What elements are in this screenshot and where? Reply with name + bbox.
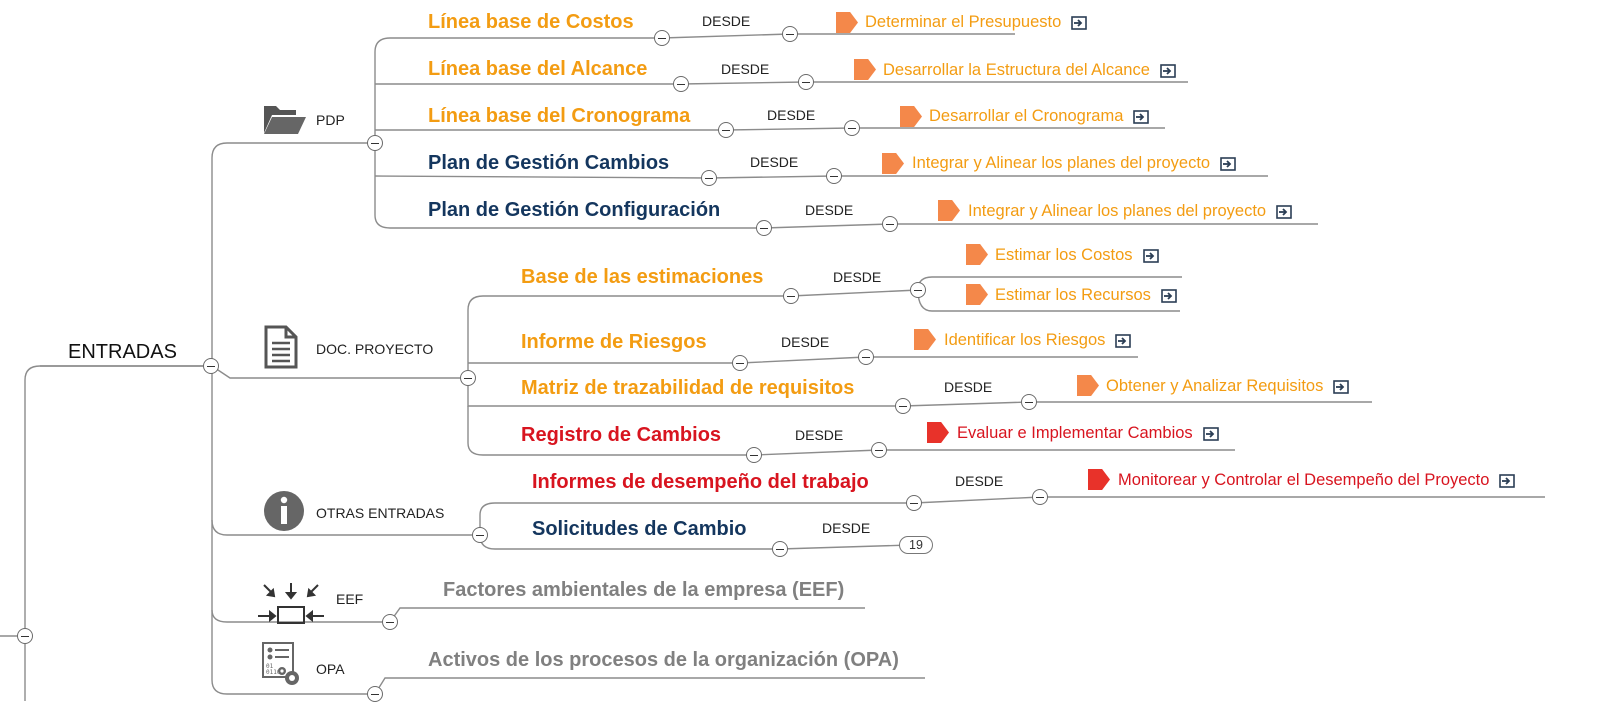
collapse-icon[interactable] [654,30,670,46]
flag-icon [836,12,858,33]
flag-icon [966,244,988,265]
collapse-icon[interactable] [203,358,219,374]
collapse-icon[interactable] [472,527,488,543]
collapse-icon[interactable] [718,122,734,138]
category-otras-label[interactable]: OTRAS ENTRADAS [316,505,445,521]
topic-registro-cambios[interactable]: Registro de Cambios [521,424,722,446]
topic-base-estimaciones[interactable]: Base de las estimaciones [521,266,764,288]
link-estimar-costos[interactable]: Estimar los Costos [995,246,1133,264]
topic-activos-procesos[interactable]: Activos de los procesos de la organizaci… [428,649,899,671]
flag-icon [1077,375,1099,396]
desde-label: DESDE [767,107,816,123]
link-jump-icon[interactable] [1115,334,1132,348]
topic-linea-base-costos[interactable]: Línea base de Costos [428,11,634,33]
link-jump-icon[interactable] [1071,16,1088,30]
link-jump-icon[interactable] [1220,157,1236,171]
link-jump-icon[interactable] [1499,474,1516,488]
flag-icon [1088,469,1110,490]
svg-text:0110: 0110 [266,669,281,676]
category-eef-label[interactable]: EEF [336,591,364,607]
collapse-icon[interactable] [910,282,926,298]
environment-arrows-icon [258,583,324,624]
link-jump-icon[interactable] [1161,289,1177,303]
collapse-icon[interactable] [858,349,874,365]
topic-informes-desempeno[interactable]: Informes de desempeño del trabajo [532,471,869,493]
collapse-icon[interactable] [826,168,842,184]
collapse-icon[interactable] [367,686,383,702]
collapse-icon[interactable] [756,220,772,236]
link-desarrollar-estructura-alcance[interactable]: Desarrollar la Estructura del Alcance [883,61,1150,79]
desde-label: DESDE [833,269,882,285]
collapse-icon[interactable] [871,442,887,458]
collapse-icon[interactable] [882,216,898,232]
category-doc-label[interactable]: DOC. PROYECTO [316,341,434,357]
collapse-icon[interactable] [460,370,476,386]
link-integrar-alinear-planes[interactable]: Integrar y Alinear los planes del proyec… [912,154,1211,172]
desde-label: DESDE [795,427,844,443]
link-estimar-recursos[interactable]: Estimar los Recursos [995,286,1151,304]
flag-icon [938,200,960,221]
flag-icon [914,329,936,350]
topic-linea-base-alcance[interactable]: Línea base del Alcance [428,58,648,80]
link-monitorear-controlar-desempeno[interactable]: Monitorear y Controlar el Desempeño del … [1118,471,1490,489]
flag-icon [966,284,988,305]
root-node-entradas[interactable]: ENTRADAS [68,341,177,363]
link-jump-icon[interactable] [1276,205,1292,219]
link-jump-icon[interactable] [1160,64,1176,78]
collapsed-count-badge[interactable]: 19 [899,536,933,554]
collapse-icon[interactable] [1032,489,1048,505]
link-evaluar-implementar-cambios[interactable]: Evaluar e Implementar Cambios [957,424,1193,442]
topic-factores-ambientales[interactable]: Factores ambientales de la empresa (EEF) [443,579,845,601]
collapse-icon[interactable] [701,170,717,186]
collapse-icon[interactable] [782,26,798,42]
flag-icon [927,422,949,443]
link-jump-icon[interactable] [1142,249,1159,263]
topic-informe-riesgos[interactable]: Informe de Riesgos [521,331,707,353]
flag-icon [900,106,922,127]
link-jump-icon[interactable] [1133,110,1150,124]
link-desarrollar-cronograma[interactable]: Desarrollar el Cronograma [929,107,1124,125]
collapse-icon[interactable] [1021,394,1037,410]
svg-text:01: 01 [266,663,274,670]
topic-matriz-trazabilidad[interactable]: Matriz de trazabilidad de requisitos [521,377,855,399]
flag-icon [854,59,876,80]
info-icon [264,491,304,531]
collapse-icon[interactable] [746,447,762,463]
link-jump-icon[interactable] [1333,380,1350,394]
collapse-icon[interactable] [382,614,398,630]
collapse-icon[interactable] [732,355,748,371]
collapse-icon[interactable] [367,135,383,151]
category-opa-label[interactable]: OPA [316,661,345,677]
link-integrar-alinear-planes[interactable]: Integrar y Alinear los planes del proyec… [968,202,1267,220]
collapse-icon[interactable] [772,541,788,557]
collapse-icon[interactable] [844,120,860,136]
topic-linea-base-cronograma[interactable]: Línea base del Cronograma [428,105,691,127]
collapse-icon[interactable] [798,74,814,90]
desde-label: DESDE [955,473,1004,489]
category-pdp-label[interactable]: PDP [316,112,345,128]
collapse-icon[interactable] [17,628,33,644]
link-obtener-analizar-requisitos[interactable]: Obtener y Analizar Requisitos [1106,377,1324,395]
desde-label: DESDE [805,202,854,218]
desde-label: DESDE [702,13,751,29]
flag-icon [882,153,904,174]
topic-plan-gestion-configuracion[interactable]: Plan de Gestión Configuración [428,199,721,221]
topic-plan-gestion-cambios[interactable]: Plan de Gestión Cambios [428,152,670,174]
collapse-icon[interactable] [895,398,911,414]
desde-label: DESDE [721,61,770,77]
desde-label: DESDE [944,379,993,395]
collapse-icon[interactable] [673,76,689,92]
document-icon [264,325,298,369]
link-identificar-riesgos[interactable]: Identificar los Riesgos [944,331,1106,349]
process-settings-icon: 01 0110 [262,642,299,685]
desde-label: DESDE [750,154,799,170]
link-jump-icon[interactable] [1202,427,1219,441]
topic-solicitudes-cambio[interactable]: Solicitudes de Cambio [532,518,747,540]
desde-label: DESDE [822,520,871,536]
collapse-icon[interactable] [783,288,799,304]
link-determinar-presupuesto[interactable]: Determinar el Presupuesto [865,13,1062,31]
desde-label: DESDE [781,334,830,350]
folder-icon [264,106,306,134]
collapse-icon[interactable] [906,495,922,511]
